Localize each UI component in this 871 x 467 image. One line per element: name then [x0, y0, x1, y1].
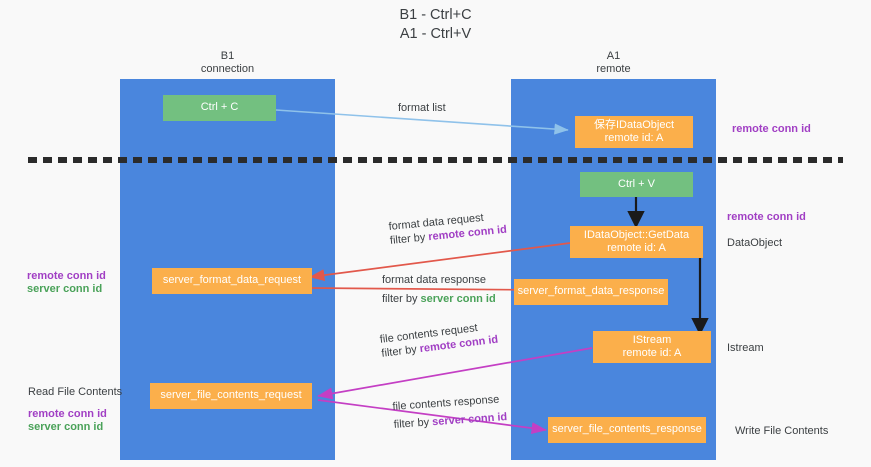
node-server-format-data-response[interactable]: server_format_data_response — [514, 279, 668, 305]
node-istream-line2: remote id: A — [622, 347, 682, 359]
arrow-format-data-response — [309, 283, 549, 296]
edge-label-format-list-text: format list — [398, 102, 446, 114]
title-line-2: A1 - Ctrl+V — [399, 26, 472, 42]
node-ctrl-c[interactable]: Ctrl + C — [163, 95, 276, 121]
annotation-left-remote-conn-id-mid: remote conn id — [27, 270, 106, 282]
node-idataobject-getdata-line2: remote id: A — [607, 242, 666, 254]
node-save-idataobject-line2: remote id: A — [604, 132, 664, 144]
arrow-format-list — [275, 109, 569, 135]
phase-divider — [28, 157, 843, 163]
annotation-left-read-file-contents: Read File Contents — [28, 386, 123, 398]
title-line-1: B1 - Ctrl+C — [399, 7, 472, 23]
node-ctrl-c-label: Ctrl + C — [200, 101, 239, 114]
node-save-idataobject[interactable]: 保存IDataObject remote id: A — [575, 116, 693, 148]
node-server-file-contents-response-label: server_file_contents_response — [552, 423, 702, 436]
node-server-format-data-request-label: server_format_data_request — [162, 274, 302, 287]
node-server-file-contents-response[interactable]: server_file_contents_response — [548, 417, 706, 443]
annotation-right-dataobject: DataObject — [727, 237, 783, 249]
node-istream-line1: IStream — [632, 333, 672, 346]
annotation-right-write-file-contents: Write File Contents — [735, 425, 829, 437]
format-data-response-key: server conn id — [420, 293, 496, 305]
column-header-b1-role: connection — [200, 63, 255, 75]
node-server-format-data-request[interactable]: server_format_data_request — [152, 268, 312, 294]
annotation-left-server-conn-id-bottom: server conn id — [28, 421, 104, 433]
edge-label-format-list: format list — [398, 101, 446, 115]
edge-label-format-data-response: format data response filter by server co… — [382, 273, 496, 306]
node-idataobject-getdata-line1: IDataObject::GetData — [583, 228, 690, 241]
edge-label-format-data-response-line1: format data response — [382, 274, 486, 286]
annotation-right-remote-conn-id-top: remote conn id — [732, 123, 811, 135]
format-data-request-prefix: filter by — [389, 231, 429, 247]
node-server-file-contents-request[interactable]: server_file_contents_request — [150, 383, 312, 409]
column-header-b1: B1 connection — [120, 50, 335, 76]
format-data-response-prefix: filter by — [382, 293, 421, 305]
annotation-right-istream: Istream — [727, 342, 764, 354]
column-header-a1: A1 remote — [511, 50, 716, 76]
node-istream[interactable]: IStream remote id: A — [593, 331, 711, 363]
annotation-left-server-conn-id-mid: server conn id — [27, 283, 103, 295]
column-header-b1-name: B1 — [220, 50, 235, 62]
node-save-idataobject-line1: 保存IDataObject — [593, 118, 675, 131]
arrow-format-data-request — [309, 242, 571, 282]
column-header-a1-name: A1 — [606, 50, 621, 62]
node-ctrl-v-label: Ctrl + V — [618, 177, 655, 190]
annotation-right-remote-conn-id-mid: remote conn id — [727, 211, 806, 223]
node-idataobject-getdata[interactable]: IDataObject::GetData remote id: A — [570, 226, 703, 258]
node-ctrl-v[interactable]: Ctrl + V — [580, 172, 693, 197]
annotation-left-remote-conn-id-bottom: remote conn id — [28, 408, 107, 420]
page-title: B1 - Ctrl+C A1 - Ctrl+V — [0, 6, 871, 44]
edge-label-format-data-response-line2: filter by server conn id — [382, 292, 496, 306]
node-server-file-contents-request-label: server_file_contents_request — [160, 389, 302, 402]
file-contents-response-prefix: filter by — [393, 416, 433, 431]
node-server-format-data-response-label: server_format_data_response — [517, 285, 665, 298]
column-header-a1-role: remote — [596, 63, 631, 75]
arrow-file-contents-response — [317, 399, 547, 435]
arrow-file-contents-request — [317, 347, 593, 400]
